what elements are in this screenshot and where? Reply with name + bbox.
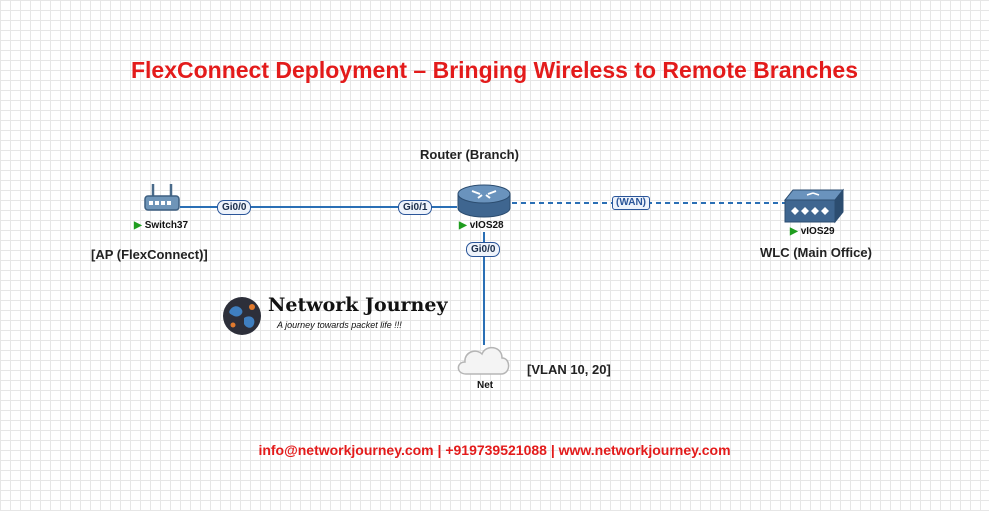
wlc-caption: WLC (Main Office) [760,245,872,260]
contact-footer: info@networkjourney.com | +919739521088 … [258,442,731,458]
wireless-controller-icon [783,188,845,224]
port-label-switch-gi0-0: Gi0/0 [217,200,252,215]
router-node[interactable] [456,183,512,219]
router-icon [457,184,511,218]
wlc-name: ▶vIOS29 [790,226,835,237]
wlc-node[interactable] [783,188,845,224]
switch-name: ▶Switch37 [134,220,189,231]
running-status-icon: ▶ [459,220,467,231]
router-name: ▶vIOS28 [459,220,504,231]
port-label-router-gi0-1: Gi0/1 [398,200,433,215]
access-point-icon [144,184,180,211]
brand-name: Network Journey [268,294,448,316]
cloud-icon [457,346,510,375]
diagram-title: FlexConnect Deployment – Bringing Wirele… [130,57,858,83]
cloud-node[interactable] [454,342,512,378]
cloud-caption: [VLAN 10, 20] [527,362,611,377]
switch-caption: [AP (FlexConnect)] [91,247,208,262]
port-label-router-gi0-0: Gi0/0 [466,242,501,257]
brand-tagline: A journey towards packet life !!! [277,320,402,330]
cloud-name: Net [477,380,494,391]
globe-icon [223,297,261,335]
router-caption: Router (Branch) [420,147,519,162]
running-status-icon: ▶ [134,220,142,231]
switch-node[interactable] [142,182,182,218]
wan-link-label: (WAN) [612,196,650,210]
running-status-icon: ▶ [790,226,798,237]
brand-logo: Network Journey A journey towards packet… [222,294,452,338]
